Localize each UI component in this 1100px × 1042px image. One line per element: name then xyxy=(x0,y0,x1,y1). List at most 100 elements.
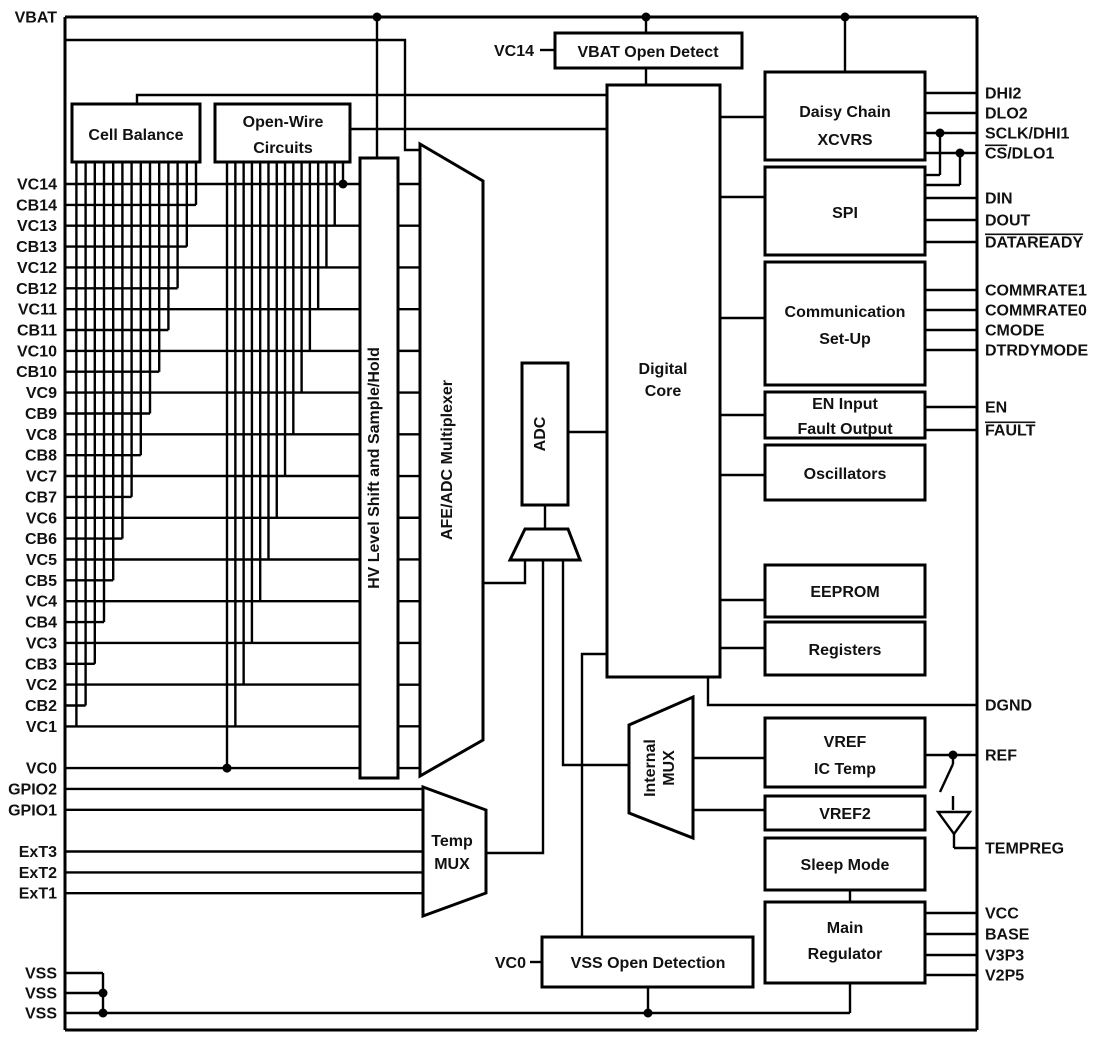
cell-balance-label: Cell Balance xyxy=(88,127,183,144)
daisy-chain-label-1: Daisy Chain xyxy=(799,104,891,121)
left-pin-CB6: CB6 xyxy=(25,531,57,548)
hv-level-shift-label: HV Level Shift and Sample/Hold xyxy=(366,347,383,589)
en-fault-label-1: EN Input xyxy=(812,396,878,413)
right-pin-V3P3: V3P3 xyxy=(985,948,1024,965)
comm-label-2: Set-Up xyxy=(819,331,871,348)
right-pin-CMODE: CMODE xyxy=(985,323,1045,340)
blocks xyxy=(70,31,927,989)
right-pin-DGND: DGND xyxy=(985,698,1032,715)
block-vbat-open-detect xyxy=(553,31,744,70)
en-fault-label-2: Fault Output xyxy=(797,421,893,438)
main-regulator-label-2: Regulator xyxy=(808,946,883,963)
block-open-wire xyxy=(213,102,352,164)
left-pin-VC7: VC7 xyxy=(26,469,57,486)
vc0-input-label: VC0 xyxy=(495,955,526,972)
digital-core-label-2: Core xyxy=(645,383,682,400)
right-pin-VCC: VCC xyxy=(985,906,1019,923)
left-pin-VC8: VC8 xyxy=(26,427,57,444)
block-vref2 xyxy=(763,794,927,832)
left-pin-VC0: VC0 xyxy=(26,761,57,778)
right-pin-DLO2: DLO2 xyxy=(985,106,1028,123)
left-pin-VC1: VC1 xyxy=(26,719,57,736)
registers-label: Registers xyxy=(809,642,882,659)
block-sleep-mode xyxy=(763,836,927,892)
diagram-border xyxy=(63,15,979,1032)
switch-blade xyxy=(938,763,955,793)
left-pin-VC11: VC11 xyxy=(18,302,57,319)
right-pin-V2P5: V2P5 xyxy=(985,968,1024,985)
spi-label: SPI xyxy=(832,205,858,222)
junction-dot xyxy=(948,750,958,760)
vref-label-2: IC Temp xyxy=(814,761,876,778)
internal-mux-label-2: MUX xyxy=(661,750,678,786)
left-pin-CB13: CB13 xyxy=(16,239,57,256)
junction-dots-top xyxy=(372,12,850,1018)
junction-dot xyxy=(372,12,382,22)
left-pin-CB5: CB5 xyxy=(25,573,57,590)
block-temp-mux xyxy=(421,784,488,919)
right-pin-DATAREADY: DATAREADY xyxy=(985,235,1083,252)
left-pin-GPIO2: GPIO2 xyxy=(8,781,57,798)
block-labels: Cell Balance Open-Wire Circuits VBAT Ope… xyxy=(88,43,905,972)
block-hv-level-shift xyxy=(358,156,400,780)
block-registers xyxy=(763,620,927,677)
right-pin-REF: REF xyxy=(985,748,1017,765)
block-cell-balance xyxy=(70,102,202,164)
open-wire-label-2: Circuits xyxy=(253,140,313,157)
junction-dot xyxy=(641,12,651,22)
block-eeprom xyxy=(763,563,927,619)
left-pin-CB3: CB3 xyxy=(25,656,57,673)
wire-internal-mux-to-input-mux xyxy=(561,560,629,767)
main-regulator-label-1: Main xyxy=(827,920,863,937)
junction-dot xyxy=(98,988,108,998)
left-pin-VC3: VC3 xyxy=(26,635,57,652)
left-pin-VC2: VC2 xyxy=(26,677,57,694)
left-pin-VBAT: VBAT xyxy=(15,10,58,27)
sleep-mode-label: Sleep Mode xyxy=(801,857,890,874)
digital-core-label-1: Digital xyxy=(639,361,688,378)
left-pin-CB4: CB4 xyxy=(25,615,57,632)
oscillators-label: Oscillators xyxy=(804,466,887,483)
open-wire-label-1: Open-Wire xyxy=(243,114,324,131)
left-pin-VSS: VSS xyxy=(25,966,57,983)
left-pin-VC10: VC10 xyxy=(17,343,57,360)
afe-adc-mux-label: AFE/ADC Multiplexer xyxy=(439,380,456,540)
right-pin-DTRDYMODE: DTRDYMODE xyxy=(985,343,1088,360)
left-pin-VC9: VC9 xyxy=(26,385,57,402)
pin-wires-and-labels: VBATVC14CB14VC13CB13VC12CB12VC11CB11VC10… xyxy=(8,10,1088,1023)
vc14-input-label: VC14 xyxy=(494,43,534,60)
wire-cell-balance-to-core xyxy=(135,93,607,104)
right-pin-BASE: BASE xyxy=(985,927,1030,944)
left-pin-CB8: CB8 xyxy=(25,448,57,465)
block-digital-core xyxy=(605,83,722,679)
left-pin-CB10: CB10 xyxy=(16,364,57,381)
left-pin-CB7: CB7 xyxy=(25,489,57,506)
block-spi xyxy=(763,165,927,257)
right-pin-CS/DLO1: CS/DLO1 xyxy=(985,146,1054,163)
block-vss-open-detection xyxy=(540,935,755,989)
block-daisy-chain xyxy=(763,70,927,162)
left-pin-CB11: CB11 xyxy=(17,323,57,340)
left-pin-VC6: VC6 xyxy=(26,510,57,527)
temp-mux-label-2: MUX xyxy=(434,856,470,873)
wire-core-to-vss-open xyxy=(580,652,607,937)
block-communication-setup xyxy=(763,260,927,387)
vbat-open-detect-label: VBAT Open Detect xyxy=(577,44,719,61)
junction-dot xyxy=(840,12,850,22)
left-pin-GPIO1: GPIO1 xyxy=(8,802,57,819)
temp-mux-label-1: Temp xyxy=(431,833,473,850)
junction-dot xyxy=(98,1008,108,1018)
eeprom-label: EEPROM xyxy=(810,584,879,601)
left-pin-VC12: VC12 xyxy=(17,260,57,277)
vref2-label: VREF2 xyxy=(819,806,871,823)
left-pin-VSS: VSS xyxy=(25,986,57,1003)
left-pin-ExT2: ExT2 xyxy=(19,865,57,882)
block-en-fault xyxy=(763,390,927,440)
right-pin-COMMRATE0: COMMRATE0 xyxy=(985,303,1087,320)
left-pin-VC14: VC14 xyxy=(17,177,57,194)
vss-open-detection-label: VSS Open Detection xyxy=(571,955,726,972)
junction-dot xyxy=(222,763,232,773)
block-afe-adc-multiplexer xyxy=(418,141,485,779)
